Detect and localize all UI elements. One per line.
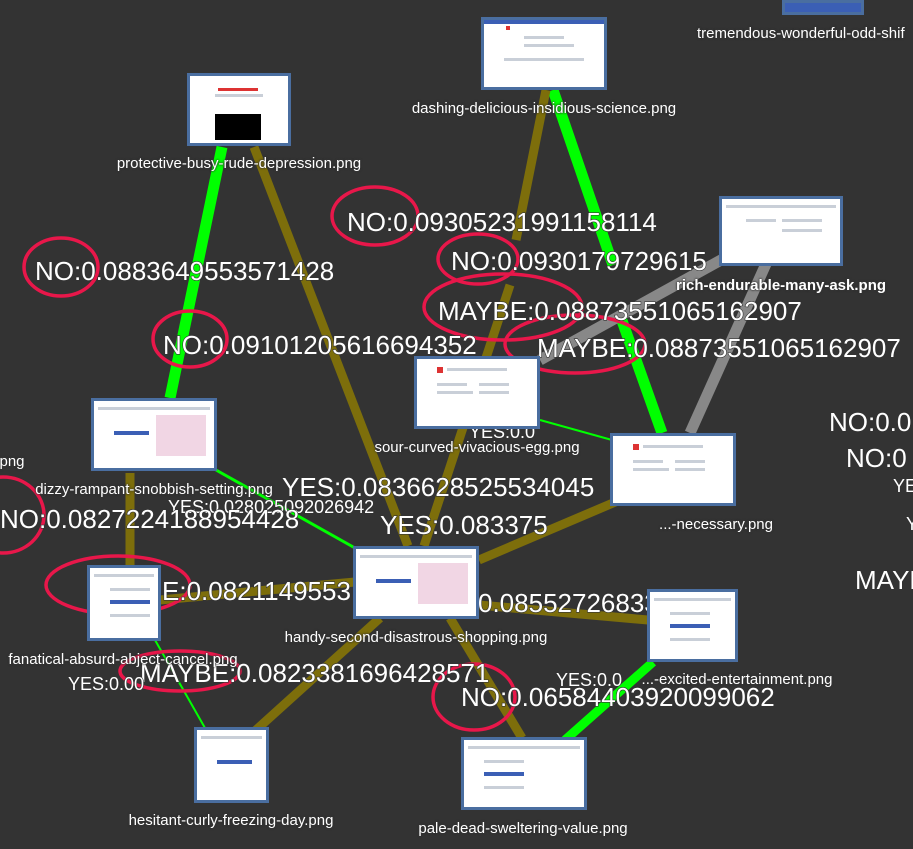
highlight-circle-2 [436, 232, 520, 286]
highlight-circle-0 [330, 185, 420, 247]
edge-no-1 [547, 88, 619, 267]
thumbnail-login [650, 592, 735, 659]
node-dizzy[interactable] [91, 398, 217, 471]
edge-label-10: YES:0.083375 [380, 510, 548, 540]
node-unknown[interactable] [610, 433, 736, 506]
edge-label-4: MAYBE:0.08873551065162907 [537, 333, 901, 363]
edge-label-20: Y [906, 514, 913, 534]
edge-label-13: MAYBE:0.0823381696428571 [140, 658, 489, 688]
node-label-dizzy: dizzy-rampant-snobbish-setting.png [35, 481, 273, 498]
edge-label-1: NO:0.0883649553571428 [35, 256, 334, 286]
node-pale[interactable] [461, 737, 587, 810]
edge-maybe-16 [537, 250, 733, 365]
highlight-circle-1 [22, 236, 100, 298]
highlight-circle-4 [503, 313, 647, 375]
edge-label-16: NO:0.06584403920099062 [461, 682, 775, 712]
node-label-handy: handy-second-disastrous-shopping.png [284, 629, 548, 646]
node-label-protective: protective-busy-rude-depression.png [116, 155, 362, 172]
edge-label-5: NO:0.09101205616694352 [163, 330, 477, 360]
edge-yes-13 [241, 614, 384, 744]
edge-yes-12 [446, 615, 526, 741]
node-label-hesitant: hesitant-curly-freezing-day.png [128, 812, 334, 829]
node-protective[interactable] [187, 73, 291, 146]
highlight-circle-3 [422, 272, 584, 342]
node-label-tremendous: tremendous-wonderful-odd-shif [697, 25, 905, 42]
thumbnail-login-pink [197, 730, 266, 800]
edge-label-8: YES:0.028025092026942 [168, 497, 374, 517]
node-sour[interactable] [414, 356, 540, 429]
edge-yes-14 [477, 495, 622, 565]
node-label-pale: pale-dead-sweltering-value.png [418, 820, 628, 837]
node-excited[interactable] [647, 589, 738, 662]
edge-maybe-17 [684, 252, 776, 436]
edge-yes-11 [159, 577, 356, 605]
edge-no-6 [154, 639, 206, 729]
edge-label-3: MAYBE:0.08873551065162907 [438, 296, 802, 326]
thumbnail-login-pink [356, 549, 476, 616]
edge-label-17: NO:0.0 [829, 407, 911, 437]
edge-label-2: NO:0.0930179729615 [451, 246, 707, 276]
thumbnail-phishing [613, 436, 733, 503]
node-handy[interactable] [353, 546, 479, 619]
node-label-dashing: dashing-delicious-insidious-science.png [411, 100, 677, 117]
node-label-fanatical: fanatical-absurd-abject-cancel.png [8, 651, 238, 668]
highlight-circle-8 [118, 649, 242, 693]
edge-no-0 [164, 145, 228, 400]
edge-label-18: NO:0 [846, 443, 907, 473]
edge-label-15: YES:0.0 [556, 670, 622, 690]
edge-label-21: MAYB [855, 565, 913, 595]
node-rich[interactable] [719, 196, 843, 266]
edge-label-7: YES:0.0836628525534045 [282, 472, 594, 502]
edge-yes-7 [249, 145, 413, 548]
thumbnail-login-pink [94, 401, 214, 468]
thumbnail-form [722, 199, 840, 263]
node-label-excited: ...-excited-entertainment.png [641, 671, 833, 688]
edge-yes-15 [478, 600, 649, 625]
edge-no-2 [614, 313, 668, 435]
edge-no-5 [215, 468, 356, 550]
highlight-circle-5 [151, 309, 229, 369]
thumbnail-blue [785, 3, 861, 12]
edge-no-3 [562, 658, 656, 744]
thumbnail-login [464, 740, 584, 807]
edge-label-0: NO:0.09305231991158114 [347, 207, 657, 237]
thumbnail-login [90, 568, 158, 638]
edge-label-19: YE [893, 476, 913, 496]
highlight-circle-9 [431, 662, 517, 732]
node-dashing[interactable] [481, 17, 607, 90]
highlight-circle-6 [0, 475, 46, 555]
node-label-sour: sour-curved-vivacious-egg.png [374, 439, 580, 456]
edge-label-9: NO:0.0827224188954428 [0, 504, 299, 534]
edge-label-12: 0.08552726833 [478, 588, 659, 618]
thumbnail-warning-book [190, 76, 288, 143]
node-label-unknown: ...-necessary.png [659, 516, 773, 533]
edge-label-11: E:0.0821149553 [162, 576, 351, 606]
node-tremendous[interactable] [782, 0, 864, 15]
thumbnail-phishing [417, 359, 537, 426]
node-fanatical[interactable] [87, 565, 161, 641]
thumbnail-suspended [484, 20, 604, 87]
edge-label-14: YES:0.00 [68, 674, 144, 694]
edge-no-4 [539, 419, 613, 441]
node-hesitant[interactable] [194, 727, 269, 803]
node-label-rich: rich-endurable-many-ask.png [675, 277, 887, 294]
node-label-left_png: png [0, 453, 25, 470]
edge-yes-8 [511, 89, 551, 241]
